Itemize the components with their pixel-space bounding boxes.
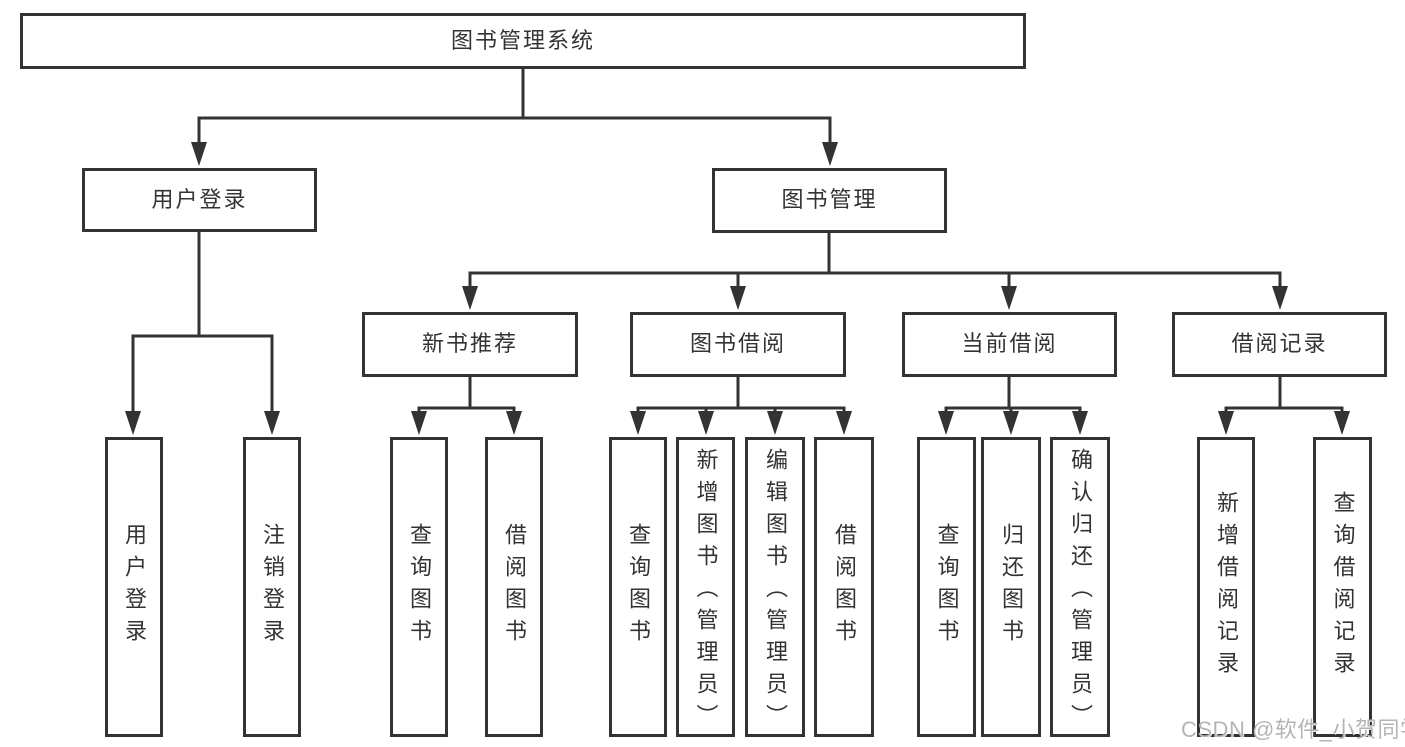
leaf-borrow-add-books-admin: 新增图书（管理员） [676,437,735,737]
connector-book-management [462,231,1288,310]
leaf-newbooks-query-books: 查询图书 [390,437,448,737]
leaf-records-add-record: 新增借阅记录 [1197,437,1255,737]
connector-borrow-records [1218,375,1350,435]
node-root-library-system: 图书管理系统 [20,13,1026,69]
leaf-records-query-record: 查询借阅记录 [1313,437,1372,737]
connector-root [191,67,838,166]
leaf-borrow-query-books: 查询图书 [609,437,667,737]
leaf-user-login: 用户登录 [105,437,163,737]
leaf-borrow-borrow-books: 借阅图书 [814,437,874,737]
connector-book-borrow [630,375,852,435]
node-book-borrow: 图书借阅 [630,312,846,377]
node-book-management: 图书管理 [712,168,947,233]
node-new-book-recommend: 新书推荐 [362,312,578,377]
connector-user-login [125,230,280,435]
leaf-newbooks-borrow-books: 借阅图书 [485,437,543,737]
node-user-login: 用户登录 [82,168,317,232]
leaf-current-confirm-return-admin: 确认归还（管理员） [1050,437,1110,737]
leaf-logout-login: 注销登录 [243,437,301,737]
node-borrow-records: 借阅记录 [1172,312,1387,377]
csdn-watermark: CSDN @软件_小贺同学 [1181,717,1405,742]
connector-current-borrow [938,375,1088,435]
connector-new-book-recommend [411,375,522,435]
node-current-borrow: 当前借阅 [902,312,1117,377]
leaf-current-return-books: 归还图书 [981,437,1041,737]
leaf-current-query-books: 查询图书 [917,437,976,737]
leaf-borrow-edit-books-admin: 编辑图书（管理员） [745,437,805,737]
